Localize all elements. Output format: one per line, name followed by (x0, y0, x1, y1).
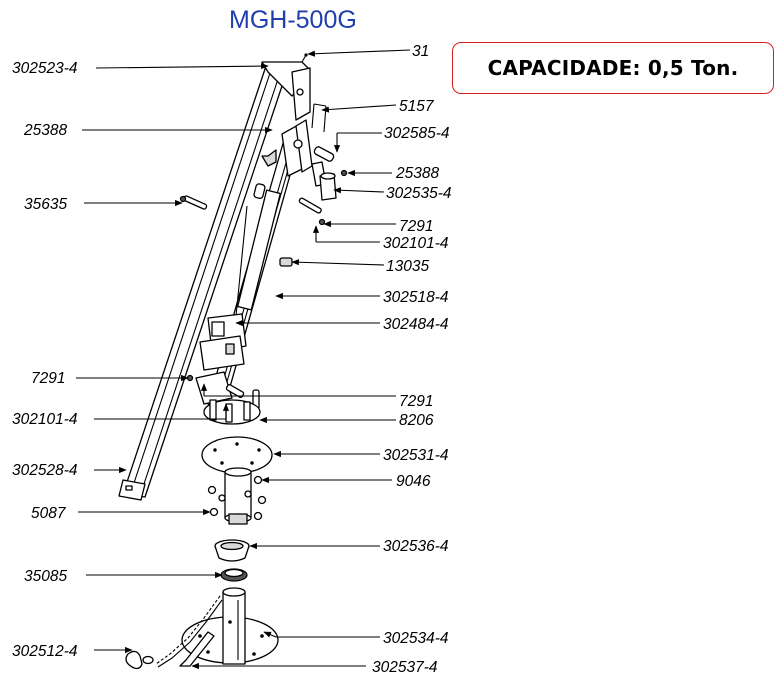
bushing (214, 539, 250, 562)
label-302534-4: 302534-4 (383, 630, 449, 647)
callout-13035: 13035 (291, 258, 429, 275)
label-35635: 35635 (24, 196, 67, 213)
callout-25388-a: 25388 (23, 122, 273, 139)
label-7291-a: 7291 (399, 218, 433, 235)
callout-31: 31 (307, 43, 429, 60)
callout-302536-4: 302536-4 (249, 538, 449, 555)
label-302536-4: 302536-4 (383, 538, 449, 555)
label-8206: 8206 (399, 412, 434, 429)
boom-beam (118, 65, 289, 501)
callout-5157: 5157 (321, 98, 435, 115)
callout-302523-4: 302523-4 (12, 60, 269, 77)
label-5157: 5157 (399, 98, 435, 115)
label-302585-4: 302585-4 (384, 125, 450, 142)
mast-head (281, 103, 327, 177)
callout-302535-4: 302535-4 (333, 185, 452, 202)
label-31: 31 (412, 43, 429, 60)
mast-base (186, 371, 261, 425)
callout-9046: 9046 (261, 473, 431, 490)
callout-35085: 35085 (24, 568, 223, 585)
base-pedestal (181, 587, 279, 665)
handle-lever (179, 631, 215, 667)
callout-302585-4: 302585-4 (333, 125, 450, 153)
label-302101-4-a: 302101-4 (383, 235, 449, 252)
callout-302528-4: 302528-4 (12, 462, 127, 479)
capacity-box: CAPACIDADE: 0,5 Ton. (452, 42, 774, 94)
crane-parts (118, 53, 348, 670)
pin-handle (311, 146, 348, 201)
label-25388-b: 25388 (395, 165, 439, 182)
callout-302484-4: 302484-4 (235, 316, 449, 333)
label-35085: 35085 (24, 568, 67, 585)
bearing (220, 568, 248, 582)
label-5087: 5087 (31, 505, 67, 522)
chain-hook (125, 595, 223, 670)
label-7291-b: 7291 (31, 370, 65, 387)
callout-302512-4: 302512-4 (12, 643, 133, 660)
bolts-and-post (207, 467, 267, 525)
label-7291-c: 7291 (399, 393, 433, 410)
label-9046: 9046 (396, 473, 431, 490)
callout-7291-a: 7291 (323, 218, 433, 235)
label-302531-4: 302531-4 (383, 447, 449, 464)
callout-302531-4: 302531-4 (273, 447, 449, 464)
callout-302518-4: 302518-4 (275, 289, 449, 306)
callout-35635: 35635 (24, 196, 183, 213)
label-302518-4: 302518-4 (383, 289, 449, 306)
label-25388-a: 25388 (23, 122, 67, 139)
label-302537-4: 302537-4 (372, 659, 438, 676)
callout-302101-4-b: 302101-4 (12, 403, 230, 428)
callout-8206: 8206 (259, 412, 434, 429)
capacity-label: CAPACIDADE: 0,5 Ton. (487, 56, 739, 80)
label-302535-4: 302535-4 (386, 185, 452, 202)
label-302101-4-b: 302101-4 (12, 411, 78, 428)
diagram-title: MGH-500G (229, 6, 357, 34)
label-302528-4: 302528-4 (12, 462, 78, 479)
callout-7291-c: 7291 (200, 383, 433, 410)
small-pins (179, 195, 326, 267)
callout-25388-b: 25388 (347, 165, 439, 182)
callout-302534-4: 302534-4 (263, 630, 449, 647)
label-302512-4: 302512-4 (12, 643, 78, 660)
callout-5087: 5087 (31, 505, 211, 522)
label-302484-4: 302484-4 (383, 316, 449, 333)
label-13035: 13035 (386, 258, 429, 275)
callout-7291-b: 7291 (31, 370, 189, 387)
label-302523-4: 302523-4 (12, 60, 78, 77)
top-bracket (261, 53, 311, 121)
callout-302101-4-a: 302101-4 (312, 225, 449, 252)
callout-302537-4: 302537-4 (191, 659, 438, 676)
